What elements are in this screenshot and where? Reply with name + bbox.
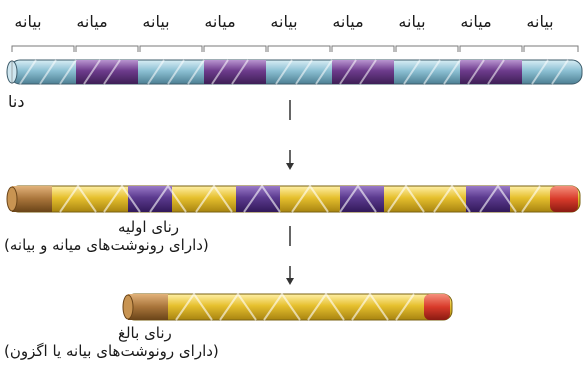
mature-rna-note: (دارای رونوشت‌های بیانه یا اگزون) <box>4 342 219 360</box>
dna-label: دنا <box>8 92 25 111</box>
segment-label: میانه <box>460 12 492 31</box>
transcription-arrow <box>286 100 294 170</box>
poly-a-tail <box>550 186 578 212</box>
mature-rna-label: رنای بالغ <box>118 324 172 342</box>
mature-rna-strand <box>122 292 453 321</box>
segment-label: میانه <box>204 12 236 31</box>
rna-intron <box>340 186 384 212</box>
segment-label: میانه <box>332 12 364 31</box>
rna-cap <box>128 294 168 320</box>
splicing-arrow <box>286 226 294 285</box>
dna-strand <box>6 59 583 85</box>
segment-label: بیانه <box>398 12 426 31</box>
rna-cap <box>12 186 52 212</box>
segment-label: بیانه <box>270 12 298 31</box>
segment-label: بیانه <box>14 12 42 31</box>
segment-label: میانه <box>76 12 108 31</box>
segment-label: بیانه <box>142 12 170 31</box>
poly-a-tail <box>424 294 450 320</box>
segment-label: بیانه <box>526 12 554 31</box>
primary-rna-label: رنای اولیه <box>118 218 180 236</box>
primary-rna-strand <box>6 184 581 213</box>
primary-rna-note: (دارای رونوشت‌های میانه و بیانه) <box>4 236 209 254</box>
rna-intron <box>236 186 280 212</box>
segment-brackets <box>11 45 579 52</box>
